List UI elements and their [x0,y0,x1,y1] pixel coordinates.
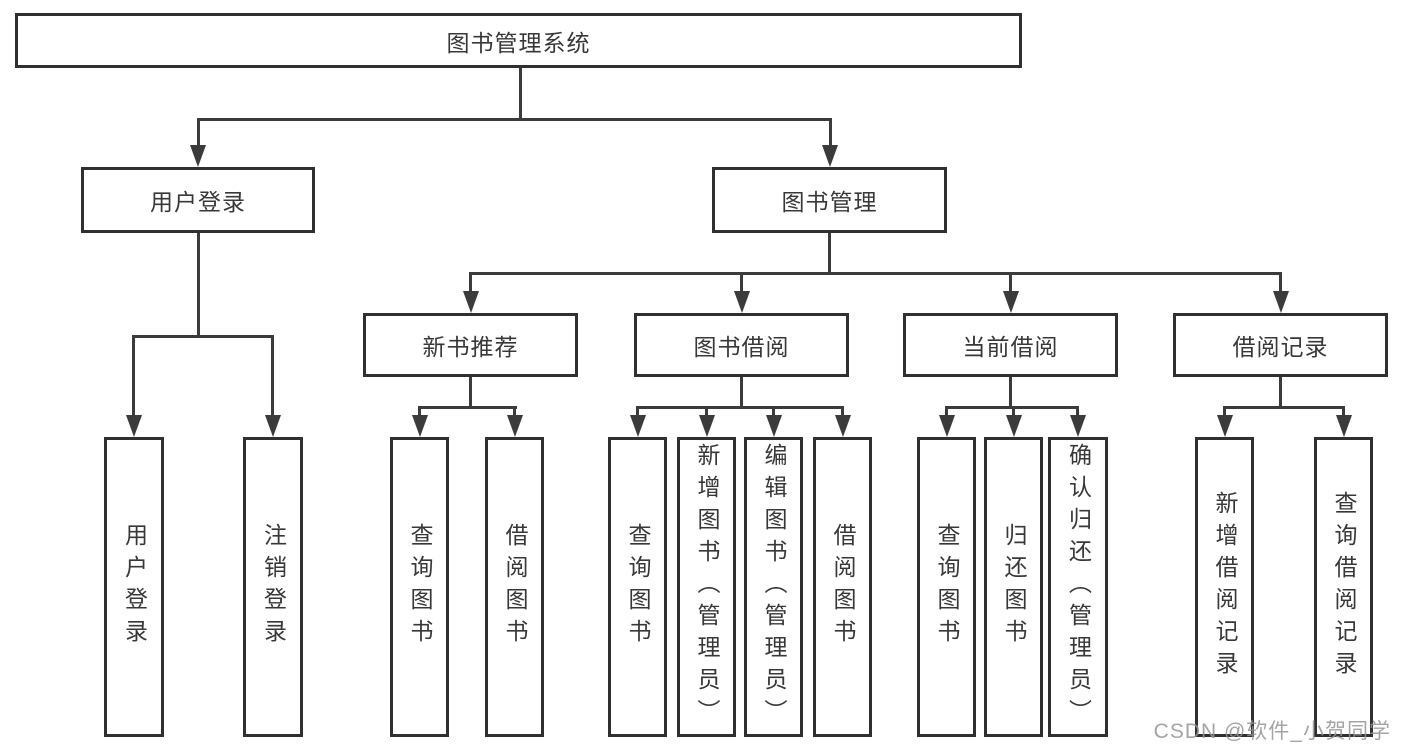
arrowhead-down-icon [822,145,838,167]
connector-drop-leaf [418,406,421,420]
connector-drop-leaf [772,406,775,420]
node-label: 新书推荐 [422,334,519,360]
node-book-management: 图书管理 [712,167,947,233]
connector-book-borrow-stem [740,377,743,406]
leaf-label: 新增借阅记录 [1212,491,1238,683]
csdn-watermark: CSDN @软件_小贺同学 [1153,720,1391,743]
arrowhead-down-icon [190,145,206,167]
arrowhead-down-icon [506,415,523,437]
leaf-label: 借阅图书 [830,523,856,651]
connector-drop-leaf [705,406,708,420]
leaf-label: 用户登录 [121,523,148,651]
node-label: 图书借阅 [693,334,790,360]
connector-drop-user-login [196,118,200,150]
leaf-add-books-admin: 新增图书（管理员） [677,437,736,737]
leaf-label: 归还图书 [1001,523,1027,651]
leaf-query-books-current: 查询图书 [917,437,976,737]
node-label: 当前借阅 [962,334,1059,360]
arrowhead-down-icon [698,415,715,437]
arrowhead-down-icon [462,291,479,313]
connector-drop-leaf [271,335,274,420]
node-current-borrowing: 当前借阅 [903,313,1118,377]
node-label: 借阅记录 [1232,334,1329,360]
connector-borrow-record-stem [1279,377,1282,406]
connector-drop-leaf [841,406,844,420]
connector-root-stem [519,68,522,118]
leaf-label: 查询图书 [407,523,433,651]
connector-user-login-stem [196,233,200,335]
connector-new-book-rail [418,406,517,409]
connector-drop-level3 [740,272,743,294]
leaf-label: 新增图书（管理员） [694,443,720,731]
connector-book-management-stem [827,233,831,272]
arrowhead-down-icon [733,291,750,313]
connector-drop-leaf [636,406,639,420]
node-new-book-recommendation: 新书推荐 [363,313,578,377]
node-library-management-system: 图书管理系统 [15,13,1022,68]
leaf-return-books: 归还图书 [984,437,1043,737]
arrowhead-down-icon [1005,415,1022,437]
leaf-query-borrow-record: 查询借阅记录 [1314,437,1373,737]
arrowhead-down-icon [125,415,142,437]
connector-book-borrow-rail [636,406,844,409]
connector-borrow-record-rail [1223,406,1345,409]
arrowhead-down-icon [765,415,782,437]
connector-drop-leaf [1076,406,1079,420]
node-label: 图书管理系统 [446,29,591,56]
arrowhead-down-icon [938,415,955,437]
leaf-borrow-books-borrowing: 借阅图书 [813,437,872,737]
arrowhead-down-icon [1216,415,1233,437]
connector-drop-leaf [1012,406,1015,420]
leaf-query-books-recommend: 查询图书 [390,437,449,737]
connector-user-login-rail [132,335,274,338]
connector-new-book-stem [469,377,472,406]
connector-drop-leaf [1342,406,1345,420]
leaf-user-login: 用户登录 [104,437,164,737]
arrowhead-down-icon [1272,291,1289,313]
leaf-label: 查询图书 [625,523,651,651]
arrowhead-down-icon [1335,415,1352,437]
node-label: 用户登录 [150,189,246,215]
connector-drop-leaf [945,406,948,420]
leaf-label: 查询图书 [934,523,960,651]
leaf-borrow-books-recommend: 借阅图书 [485,437,544,737]
arrowhead-down-icon [411,415,428,437]
leaf-label: 编辑图书（管理员） [761,443,787,731]
node-user-login: 用户登录 [81,167,315,233]
connector-book-management-rail [469,272,1282,275]
leaf-label: 确认归还（管理员） [1065,443,1092,731]
arrowhead-down-icon [1069,415,1086,437]
connector-current-borrow-stem [1009,377,1012,406]
leaf-label: 查询借阅记录 [1331,491,1357,683]
connector-drop-level3 [469,272,472,294]
arrowhead-down-icon [834,415,851,437]
connector-drop-leaf [132,335,135,420]
connector-drop-leaf [513,406,516,420]
node-borrowing-records: 借阅记录 [1173,313,1388,377]
arrowhead-down-icon [629,415,646,437]
connector-drop-book-management [828,118,832,150]
leaf-edit-books-admin: 编辑图书（管理员） [744,437,803,737]
leaf-label: 注销登录 [260,523,287,651]
arrowhead-down-icon [1002,291,1019,313]
connector-drop-level3 [1279,272,1282,294]
leaf-query-books-borrowing: 查询图书 [608,437,667,737]
leaf-add-borrow-record: 新增借阅记录 [1195,437,1254,737]
connector-drop-leaf [1223,406,1226,420]
leaf-label: 借阅图书 [502,523,528,651]
node-label: 图书管理 [781,189,878,215]
leaf-logout: 注销登录 [243,437,303,737]
connector-drop-level3 [1009,272,1012,294]
node-book-borrowing: 图书借阅 [634,313,849,377]
arrowhead-down-icon [264,415,281,437]
connector-root-rail [197,118,832,121]
leaf-confirm-return-admin: 确认归还（管理员） [1048,437,1108,737]
